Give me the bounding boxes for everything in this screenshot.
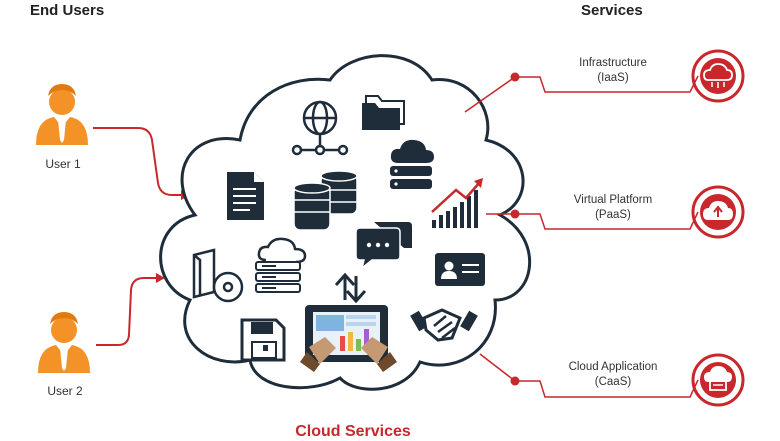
iaas-connector	[464, 75, 699, 113]
upload-download-arrows-icon	[334, 272, 367, 304]
network-globe-icon	[291, 100, 349, 156]
cloud-server-icon	[390, 139, 434, 189]
cloud-services-title: Cloud Services	[295, 423, 411, 440]
paas-name: Virtual Platform	[573, 194, 653, 206]
paas-label: Virtual Platform (PaaS)	[543, 193, 683, 223]
caas-badge	[691, 353, 745, 407]
cloud-app-icon	[704, 366, 732, 382]
caas-connector	[479, 353, 699, 398]
server-rack-cloud-icon	[255, 237, 307, 293]
caas-abbr: (CaaS)	[594, 376, 632, 388]
paas-abbr: (PaaS)	[595, 209, 631, 221]
end-users-heading: End Users	[30, 2, 105, 19]
iaas-badge	[691, 49, 745, 103]
caas-label: Cloud Application (CaaS)	[543, 360, 683, 390]
user-connectors	[93, 127, 183, 346]
growth-chart-icon	[431, 178, 483, 228]
floppy-disk-icon	[240, 318, 286, 362]
user1-icon	[36, 84, 88, 145]
document-icon	[227, 172, 264, 220]
caas-name: Cloud Application	[568, 361, 658, 373]
chat-bubbles-icon	[355, 222, 412, 270]
user1-label: User 1	[45, 157, 81, 171]
iaas-name: Infrastructure	[579, 57, 647, 69]
database-icon	[293, 170, 358, 231]
iaas-label: Infrastructure (IaaS)	[543, 56, 683, 86]
software-disc-icon	[192, 248, 244, 303]
service-connectors	[464, 75, 699, 398]
handshake-icon	[410, 308, 478, 342]
connector-dots	[510, 72, 520, 386]
user2-connector	[96, 277, 158, 346]
cloud-server-icon	[703, 63, 733, 81]
user2-label: User 2	[47, 384, 83, 398]
paas-badge	[691, 185, 745, 239]
iaas-abbr: (IaaS)	[597, 72, 629, 84]
user1-connector	[93, 127, 183, 196]
user2-arrowhead	[156, 273, 165, 283]
services-heading: Services	[581, 2, 643, 19]
tablet-analytics-icon	[300, 305, 397, 372]
id-card-icon	[435, 253, 485, 286]
paas-connector	[486, 211, 699, 230]
folders-icon	[362, 95, 405, 130]
cloud-outline	[159, 54, 532, 391]
user2-icon	[38, 312, 90, 373]
